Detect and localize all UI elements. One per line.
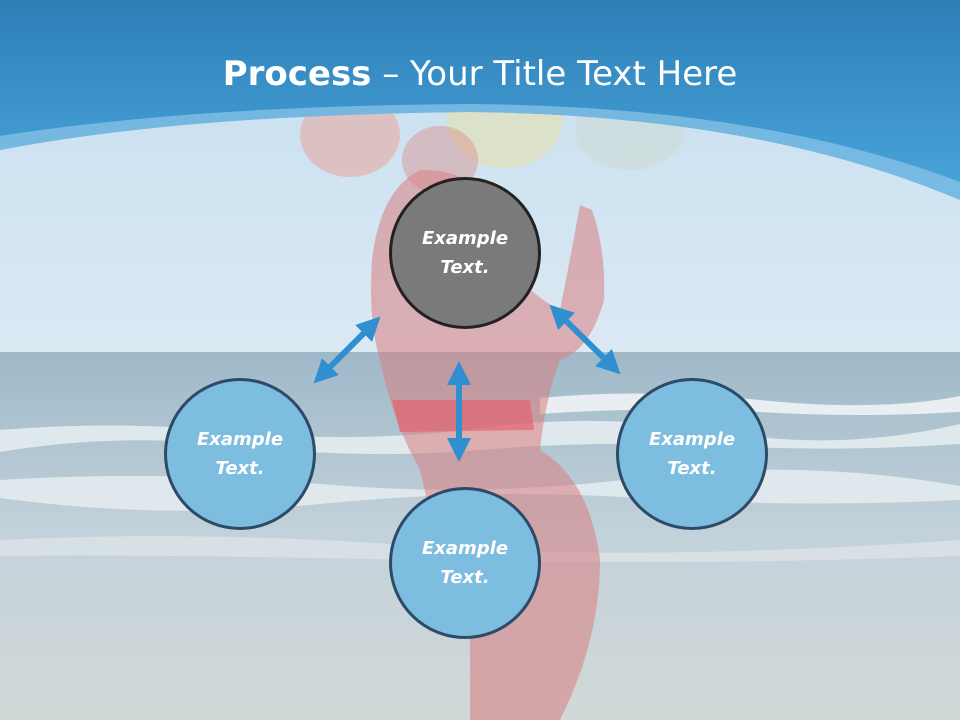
node-top-text: Example Text. bbox=[421, 228, 509, 278]
arrow-top-right bbox=[549, 304, 621, 375]
node-left-text: Example Text. bbox=[196, 429, 284, 479]
title-bold: Process bbox=[222, 54, 372, 94]
node-right-text: Example Text. bbox=[648, 429, 736, 479]
arrow-top-left bbox=[313, 316, 381, 384]
slide-title: Process – Your Title Text Here bbox=[0, 52, 960, 96]
process-node-top[interactable]: Example Text. bbox=[389, 177, 541, 329]
node-bottom-text: Example Text. bbox=[421, 538, 509, 588]
process-node-bottom[interactable]: Example Text. bbox=[389, 487, 541, 639]
title-rest: – Your Title Text Here bbox=[371, 54, 738, 94]
process-node-right[interactable]: Example Text. bbox=[616, 378, 768, 530]
process-node-left[interactable]: Example Text. bbox=[164, 378, 316, 530]
